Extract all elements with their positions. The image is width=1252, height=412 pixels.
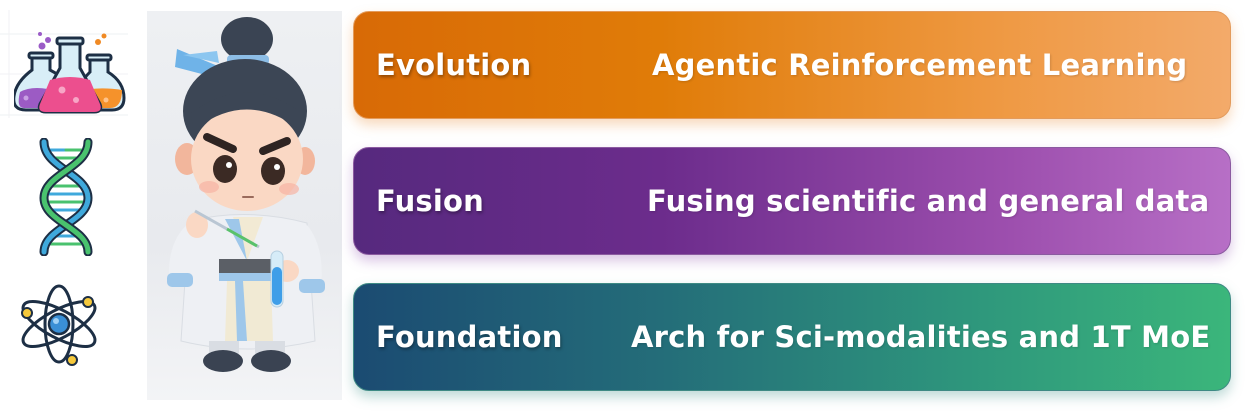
layer-description: Fusing scientific and general data: [647, 184, 1210, 218]
layer-label: Evolution: [376, 48, 532, 82]
dna-helix-icon: [34, 138, 98, 256]
layer-description: Agentic Reinforcement Learning: [652, 48, 1188, 82]
atom-icon: [14, 282, 104, 366]
layer-fusion: Fusion Fusing scientific and general dat…: [353, 147, 1231, 255]
layer-label: Fusion: [376, 184, 484, 218]
layer-foundation: Foundation Arch for Sci-modalities and 1…: [353, 283, 1231, 391]
layer-label: Foundation: [376, 320, 563, 354]
icon-column: [0, 0, 140, 412]
chemistry-flasks-icon: [14, 28, 126, 114]
layer-description: Arch for Sci-modalities and 1T MoE: [631, 320, 1211, 354]
layer-evolution: Evolution Agentic Reinforcement Learning: [353, 11, 1231, 119]
scientist-mascot-illustration: [147, 11, 342, 400]
